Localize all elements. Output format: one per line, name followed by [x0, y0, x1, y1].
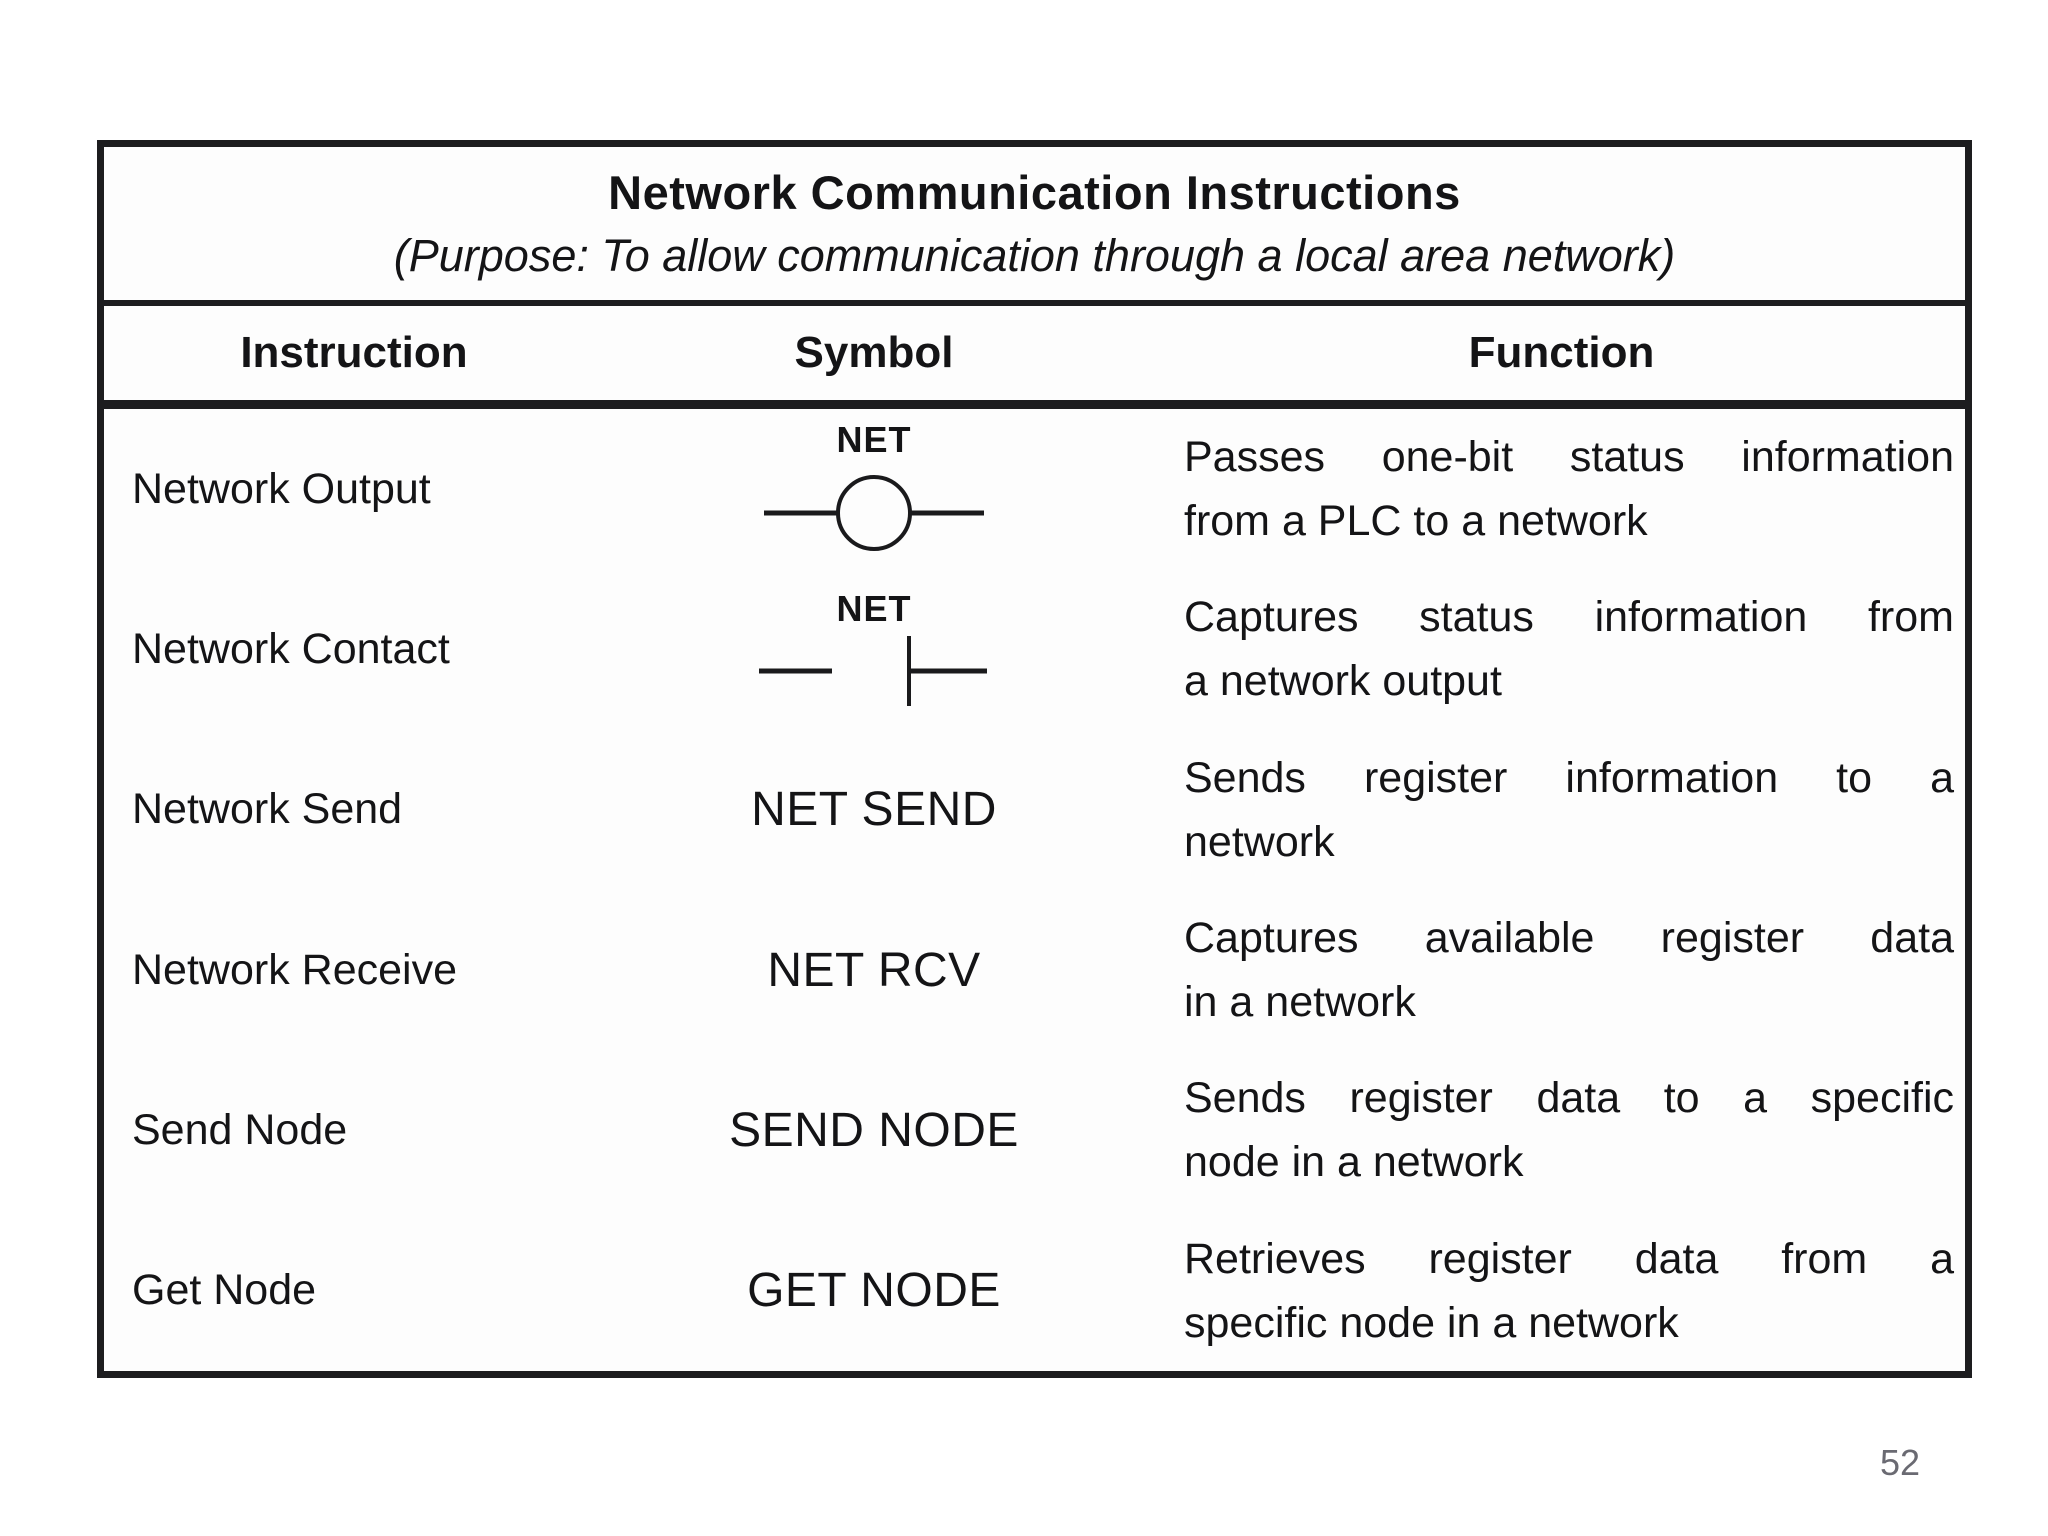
symbol-cell: NET SEND	[604, 782, 1144, 837]
function-cell: Sends register information to a network	[1144, 746, 1979, 874]
instruction-send-node: Send Node	[132, 1105, 348, 1154]
symbol-text-get-node: GET NODE	[747, 1264, 1001, 1318]
page-number: 52	[1880, 1442, 1921, 1483]
function-text-line1: Captures available register data	[1184, 914, 1954, 963]
symbol-cell: NET RCV	[604, 943, 1144, 998]
table-header-row: Instruction Symbol Function	[104, 306, 1965, 409]
function-text-line2: in a network	[1184, 978, 1416, 1027]
function-text-line1: Passes one-bit status information	[1184, 433, 1954, 482]
symbol-text-net-send: NET SEND	[751, 783, 997, 837]
net-contact-label: NET	[836, 588, 912, 630]
column-header-instruction: Instruction	[240, 328, 468, 377]
table-title: Network Communication Instructions	[608, 166, 1461, 219]
network-instructions-table: Network Communication Instructions (Purp…	[97, 140, 1972, 1378]
table-row: Network Send NET SEND Sends register inf…	[104, 730, 1965, 890]
net-coil-label: NET	[836, 419, 912, 461]
symbol-cell: GET NODE	[604, 1263, 1144, 1318]
function-text-line1: Retrieves register data from a	[1184, 1234, 1954, 1283]
table-title-section: Network Communication Instructions (Purp…	[104, 147, 1965, 306]
table-subtitle: (Purpose: To allow communication through…	[393, 230, 1676, 281]
function-text-line2: from a PLC to a network	[1184, 497, 1648, 546]
symbol-text-net-rcv: NET RCV	[767, 943, 981, 997]
function-cell: Retrieves register data from a specific …	[1144, 1227, 1979, 1355]
table-body: Network Output NET Passes one-bit status…	[104, 409, 1965, 1371]
function-cell: Captures available register data in a ne…	[1144, 906, 1979, 1034]
table-row: Network Output NET Passes one-bit status…	[104, 409, 1965, 569]
symbol-cell: NET	[604, 419, 1144, 559]
instruction-network-receive: Network Receive	[132, 945, 457, 994]
function-text-line2: network	[1184, 817, 1335, 866]
function-text-line1: Captures status information from	[1184, 593, 1954, 642]
symbol-text-send-node: SEND NODE	[729, 1103, 1019, 1157]
function-text-line1: Sends register information to a	[1184, 753, 1954, 802]
table-row: Send Node SEND NODE Sends register data …	[104, 1050, 1965, 1210]
symbol-cell: NET	[604, 588, 1144, 710]
table-row: Network Contact NET Captures status info…	[104, 569, 1965, 729]
function-cell: Captures status information from a netwo…	[1144, 585, 1979, 713]
function-cell: Sends register data to a specific node i…	[1144, 1066, 1979, 1194]
function-text-line2: node in a network	[1184, 1138, 1524, 1187]
function-text-line2: a network output	[1184, 657, 1502, 706]
table-row: Network Receive NET RCV Captures availab…	[104, 890, 1965, 1050]
function-text-line1: Sends register data to a specific	[1184, 1074, 1954, 1123]
instruction-network-send: Network Send	[132, 785, 403, 834]
instruction-network-contact: Network Contact	[132, 624, 450, 673]
coil-symbol-icon	[764, 475, 984, 552]
function-text-line2: specific node in a network	[1184, 1298, 1679, 1347]
column-header-symbol: Symbol	[794, 328, 954, 377]
contact-symbol-icon	[759, 636, 987, 707]
instruction-network-output: Network Output	[132, 464, 431, 513]
table-row: Get Node GET NODE Retrieves register dat…	[104, 1211, 1965, 1371]
column-header-function: Function	[1468, 328, 1655, 377]
function-cell: Passes one-bit status information from a…	[1144, 425, 1979, 553]
instruction-get-node: Get Node	[132, 1266, 317, 1315]
symbol-cell: SEND NODE	[604, 1103, 1144, 1158]
